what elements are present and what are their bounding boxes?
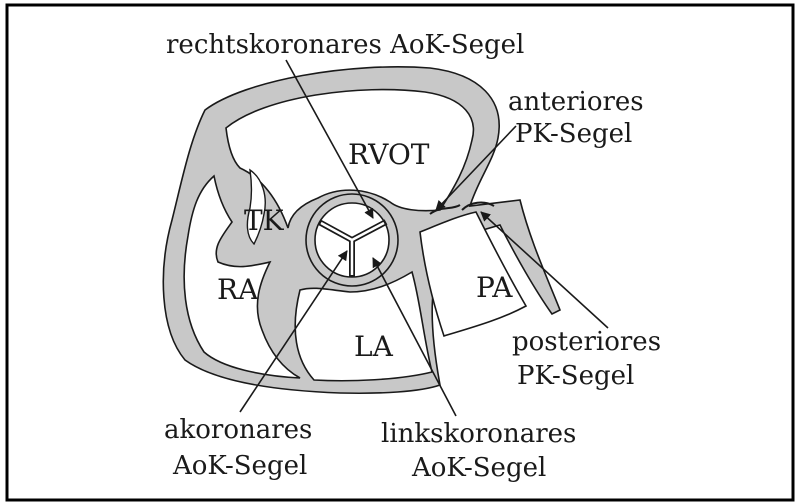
region-label-tk: TK <box>244 204 285 237</box>
label-anteriores-line1: anteriores <box>508 87 644 117</box>
label-posteriores-line1: posteriores <box>512 327 661 357</box>
label-posteriores-line2: PK-Segel <box>517 361 634 391</box>
region-label-ra: RA <box>217 273 259 306</box>
label-anteriores-line2: PK-Segel <box>515 119 632 149</box>
region-label-pa: PA <box>476 271 513 304</box>
label-akoronares-line2: AoK-Segel <box>172 451 307 481</box>
label-akoronares-line1: akoronares <box>164 415 312 445</box>
label-rechtskoronares: rechtskoronares AoK-Segel <box>166 30 524 60</box>
region-label-rvot: RVOT <box>348 138 430 171</box>
region-label-la: LA <box>354 330 394 363</box>
label-linkskoronares-line2: AoK-Segel <box>411 453 546 483</box>
label-linkskoronares-line1: linkskoronares <box>381 419 576 449</box>
